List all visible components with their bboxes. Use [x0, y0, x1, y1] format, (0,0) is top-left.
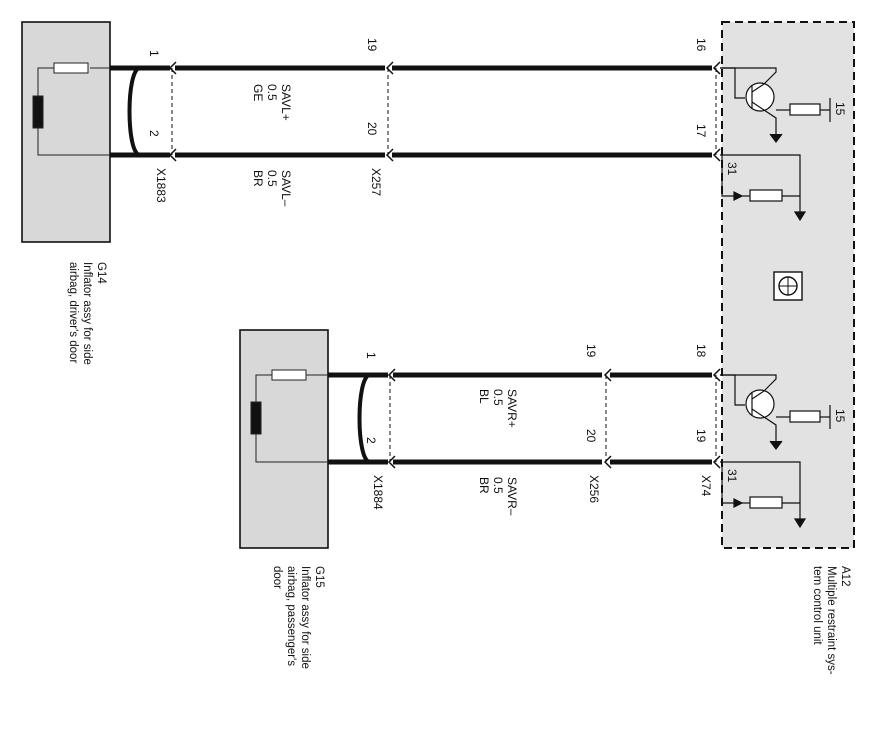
- g15-desc-line1: Inflator assy for side: [299, 566, 311, 669]
- wire-savr-plus-color: BL: [477, 389, 491, 404]
- a12-lower-trigger-circuit: [720, 374, 831, 450]
- a12-desc-line1: Multiple restraint sys-: [825, 566, 837, 675]
- pin-x256-19: 19: [584, 344, 598, 358]
- g14-internal-circuit: [32, 62, 110, 156]
- g14-twisted-pair-shield: [127, 66, 160, 157]
- pin-a12-15-top: 15: [833, 102, 847, 116]
- g15-twisted-pair-shield: [357, 373, 380, 464]
- connector-a12-upper: [712, 61, 721, 162]
- pin-a12-16: 16: [694, 38, 708, 52]
- a12-upper-sense-circuit: [720, 154, 807, 222]
- connector-x1883: [168, 61, 177, 162]
- pin-g15-1: 1: [364, 352, 378, 359]
- wire-savl-plus-signal: SAVL+: [279, 84, 293, 121]
- wire-savl-minus-color: BR: [251, 170, 265, 187]
- g14-id: G14: [95, 262, 107, 284]
- pin-a12-19: 19: [694, 429, 708, 443]
- wire-savl-minus-signal: SAVL–: [279, 170, 293, 207]
- pin-a12-18: 18: [694, 344, 708, 358]
- g15-internal-circuit: [250, 369, 328, 463]
- connector-x74: [712, 368, 721, 469]
- a12-id: A12: [839, 566, 851, 586]
- g15-box: [239, 329, 329, 549]
- g14-desc-line1: Inflator assy for side: [81, 262, 93, 365]
- connector-x257-label: X257: [369, 168, 383, 196]
- connector-x1883-label: X1883: [154, 168, 168, 203]
- g15-id: G15: [313, 566, 325, 588]
- connector-x1884: [387, 368, 396, 469]
- g15-desc-line2: airbag, passenger's: [285, 566, 297, 666]
- pin-x257-19: 19: [365, 38, 379, 52]
- wire-savr-minus-size: 0.5: [491, 477, 505, 494]
- pin-g14-1: 1: [147, 50, 161, 57]
- wire-savr-plus-size: 0.5: [491, 389, 505, 406]
- wire-savl-plus-color: GE: [251, 84, 265, 101]
- pin-a12-17: 17: [694, 124, 708, 138]
- pin-a12-15-bottom: 15: [833, 409, 847, 423]
- a12-lower-sense-circuit: [720, 461, 807, 529]
- connector-x257: [385, 61, 394, 162]
- wire-savl-plus-size: 0.5: [265, 84, 279, 101]
- g14-box: [21, 21, 111, 243]
- pin-x256-20: 20: [584, 429, 598, 443]
- a12-crash-sensor-icon: [773, 271, 803, 301]
- wire-savr-minus-color: BR: [477, 477, 491, 494]
- connector-x256-label: X256: [587, 475, 601, 503]
- a12-desc-line2: tem control unit: [811, 566, 823, 645]
- wire-savl-minus-size: 0.5: [265, 170, 279, 187]
- connector-x1884-label: X1884: [371, 475, 385, 510]
- pin-g14-2: 2: [147, 130, 161, 137]
- g15-desc-line3: door: [271, 566, 283, 589]
- g14-desc-line2: airbag, driver's door: [67, 262, 79, 363]
- connector-x74-label: X74: [699, 475, 713, 497]
- pin-g15-2: 2: [364, 437, 378, 444]
- wire-savr-plus-signal: SAVR+: [505, 389, 519, 428]
- pin-x257-20: 20: [365, 122, 379, 136]
- pin-a12-31-bottom: 31: [725, 469, 739, 483]
- connector-x256: [603, 368, 612, 469]
- wire-savr-minus-signal: SAVR–: [505, 477, 519, 516]
- pin-a12-31-top: 31: [725, 162, 739, 176]
- a12-upper-trigger-circuit: [720, 67, 831, 143]
